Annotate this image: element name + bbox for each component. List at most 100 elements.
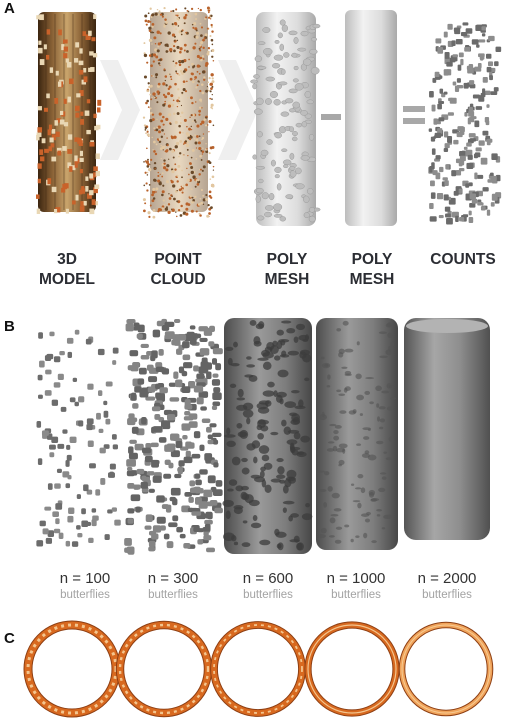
butterfly-blob bbox=[62, 471, 70, 478]
butterfly-blob bbox=[97, 390, 103, 397]
cloud-point bbox=[148, 38, 153, 42]
cloud-point bbox=[191, 120, 194, 123]
butterfly-blob bbox=[206, 426, 212, 433]
cloud-point bbox=[199, 197, 202, 200]
mesh-bump bbox=[253, 108, 263, 115]
butterfly-blob bbox=[86, 489, 93, 495]
cloud-point bbox=[207, 16, 211, 19]
count-blob bbox=[491, 193, 498, 201]
cloud-point bbox=[165, 168, 169, 172]
cloud-point bbox=[154, 168, 156, 170]
butterfly-blob bbox=[186, 331, 195, 338]
mesh-bump bbox=[295, 183, 305, 190]
cloud-point bbox=[172, 184, 176, 188]
count-blob bbox=[478, 53, 485, 58]
mesh-bump bbox=[262, 27, 271, 33]
butterfly-blob bbox=[88, 537, 94, 544]
mesh-bump bbox=[300, 30, 309, 37]
butterfly-blob bbox=[55, 518, 60, 525]
mesh-bump bbox=[252, 83, 258, 90]
cloud-point bbox=[185, 144, 190, 148]
mesh-bump bbox=[292, 131, 298, 137]
cloud-point bbox=[146, 129, 149, 131]
butterfly-blob bbox=[141, 417, 147, 425]
count-blob bbox=[439, 88, 444, 94]
cloud-point bbox=[212, 165, 215, 168]
cloud-point bbox=[170, 10, 172, 13]
cloud-point bbox=[198, 146, 202, 151]
butterfly-blob bbox=[104, 534, 110, 541]
cloud-point bbox=[173, 112, 176, 115]
butterfly-blob bbox=[36, 420, 42, 428]
mesh-bump bbox=[279, 43, 285, 52]
cloud-point bbox=[149, 204, 152, 207]
butterfly-blob bbox=[158, 437, 167, 443]
cloud-point bbox=[190, 170, 194, 175]
butterfly-mark bbox=[57, 81, 62, 87]
butterfly-mark bbox=[79, 48, 83, 54]
butterfly-blob bbox=[194, 488, 204, 494]
cloud-point bbox=[202, 38, 205, 42]
mesh-hole bbox=[242, 520, 248, 524]
mesh-hole bbox=[293, 336, 299, 343]
butterfly-blob bbox=[86, 418, 94, 425]
count-blob bbox=[495, 46, 502, 53]
butterfly-blob bbox=[53, 382, 61, 388]
butterfly-blob bbox=[76, 525, 81, 530]
count-blob bbox=[484, 90, 491, 95]
mesh-bump bbox=[288, 126, 295, 133]
butterfly-mark bbox=[65, 208, 69, 214]
mesh-texture bbox=[381, 390, 390, 394]
count-blob bbox=[462, 22, 469, 26]
butterfly-mark bbox=[92, 53, 98, 58]
mesh-texture bbox=[336, 447, 345, 453]
mesh-texture bbox=[339, 410, 347, 414]
cloud-point bbox=[201, 120, 205, 124]
butterfly-blob bbox=[193, 431, 201, 439]
mesh-hole bbox=[291, 413, 301, 422]
cloud-point bbox=[190, 156, 193, 159]
count-blob bbox=[435, 38, 442, 44]
cloud-point bbox=[195, 147, 198, 149]
cloud-point bbox=[167, 31, 171, 35]
cloud-point bbox=[196, 54, 200, 58]
mesh-texture bbox=[380, 472, 387, 475]
butterfly-blob bbox=[156, 516, 166, 524]
density-unit-600: butterflies bbox=[243, 589, 293, 601]
butterfly-blob bbox=[154, 413, 161, 420]
mesh-texture bbox=[355, 373, 362, 380]
cloud-point bbox=[173, 197, 176, 201]
cloud-point bbox=[170, 136, 175, 140]
cloud-point bbox=[163, 133, 166, 135]
plain-poly-mesh bbox=[345, 10, 397, 226]
mesh-texture bbox=[364, 390, 371, 395]
cloud-point bbox=[203, 78, 206, 81]
cloud-point bbox=[151, 13, 155, 17]
cloud-point bbox=[195, 101, 197, 103]
cloud-point bbox=[168, 193, 170, 195]
count-blob bbox=[484, 116, 490, 123]
cloud-point bbox=[179, 214, 183, 217]
count-blob bbox=[442, 177, 448, 181]
butterfly-blob bbox=[205, 511, 213, 519]
count-blob bbox=[454, 27, 461, 35]
mesh-texture bbox=[343, 387, 348, 393]
cloud-point bbox=[179, 69, 183, 73]
butterfly-blob bbox=[69, 436, 77, 443]
butterfly-mark bbox=[94, 201, 98, 206]
mesh-hole bbox=[237, 388, 244, 398]
mesh-bump bbox=[279, 19, 286, 26]
cloud-point bbox=[153, 127, 155, 130]
butterfly-blob bbox=[89, 463, 96, 469]
count-blob bbox=[469, 80, 475, 85]
cloud-point bbox=[203, 37, 206, 40]
butterfly-blob bbox=[180, 446, 189, 451]
count-blob bbox=[428, 128, 433, 132]
butterfly-mark bbox=[67, 134, 73, 140]
mesh-hole bbox=[281, 320, 292, 324]
cloud-point bbox=[206, 6, 210, 10]
cloud-point bbox=[176, 39, 179, 42]
cloud-point bbox=[166, 144, 169, 147]
cloud-point bbox=[177, 96, 181, 100]
